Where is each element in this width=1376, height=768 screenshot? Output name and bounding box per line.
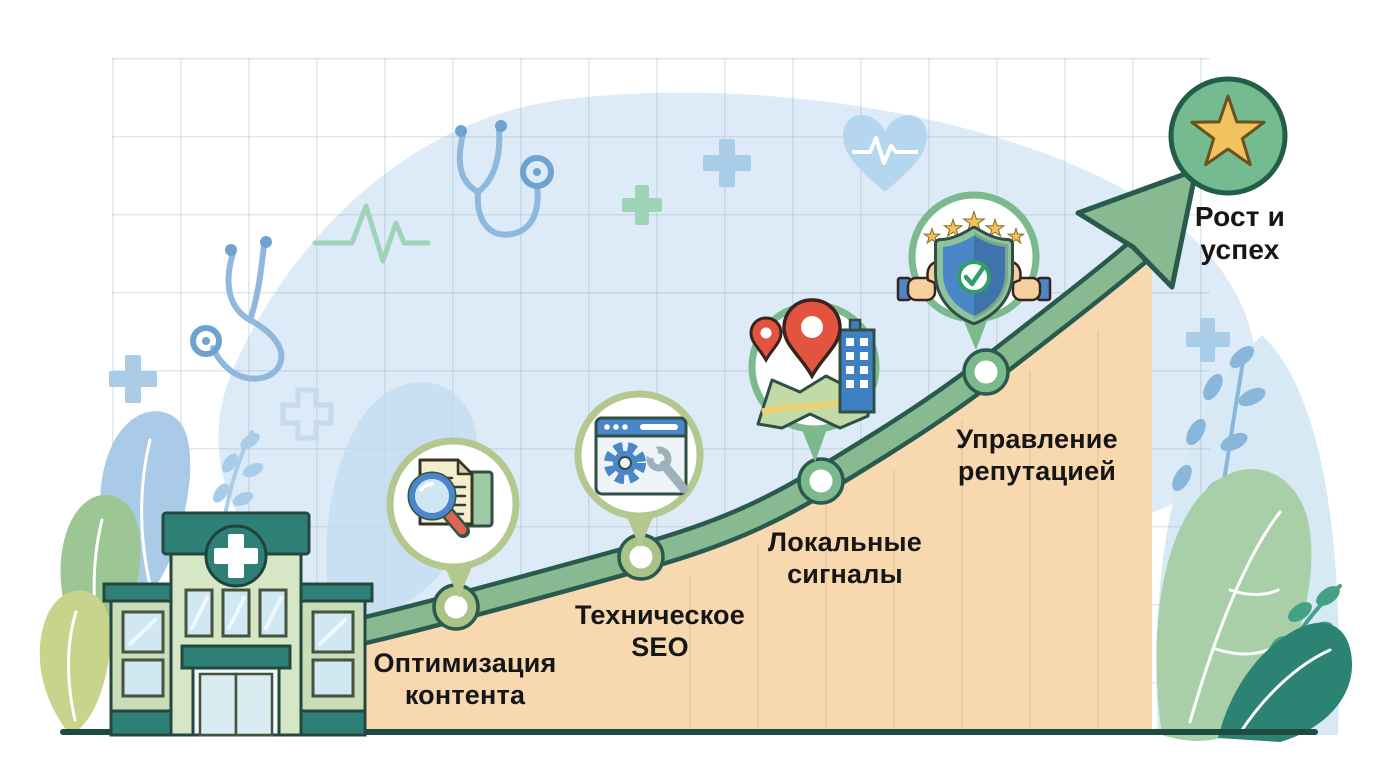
local-signals-bubble [748, 298, 880, 462]
ground-line [60, 729, 1318, 735]
goal-label-growth-success: Рост и успех [1194, 201, 1286, 266]
map-pin-icon [749, 316, 783, 363]
map-pins-building-icon [749, 298, 876, 430]
stethoscope-icon [190, 236, 285, 382]
content-optimization-bubble [386, 437, 520, 598]
star-icon [1190, 94, 1266, 167]
technical-seo-bubble [574, 390, 704, 548]
goal-star-badge [1168, 76, 1288, 196]
cross-icon [1186, 318, 1230, 362]
milestone-dot [797, 457, 845, 505]
growth-area [362, 243, 1152, 733]
cross-icon [109, 355, 157, 403]
content-search-documents-icon [407, 458, 494, 538]
milestone-label-local-signals: Локальные сигналы [768, 527, 922, 589]
milestone-label-technical-seo: Техническое SEO [575, 600, 745, 662]
browser-gear-wrench-icon [594, 416, 689, 496]
cross-outline-icon [280, 387, 334, 441]
leaf-decoration [1156, 346, 1352, 742]
arrow-head [1075, 167, 1199, 290]
cross-icon [703, 139, 751, 187]
cross-icon [622, 185, 662, 225]
milestone-dot [432, 583, 480, 631]
reputation-bubble: ★ ★ ★ ★ ★ [896, 191, 1052, 350]
heart-pulse-icon [843, 114, 927, 192]
milestone-label-reputation-management: Управление репутацией [956, 424, 1118, 486]
heartbeat-line-icon [312, 203, 431, 264]
milestone-label-content-optimization: Оптимизация контента [373, 648, 557, 710]
hospital-building [102, 511, 374, 737]
milestone-dot [962, 348, 1010, 396]
shield-stars-thumbs-icon: ★ ★ ★ ★ ★ [896, 207, 1052, 325]
stethoscope-icon [455, 120, 554, 238]
branch-decoration [213, 430, 264, 517]
